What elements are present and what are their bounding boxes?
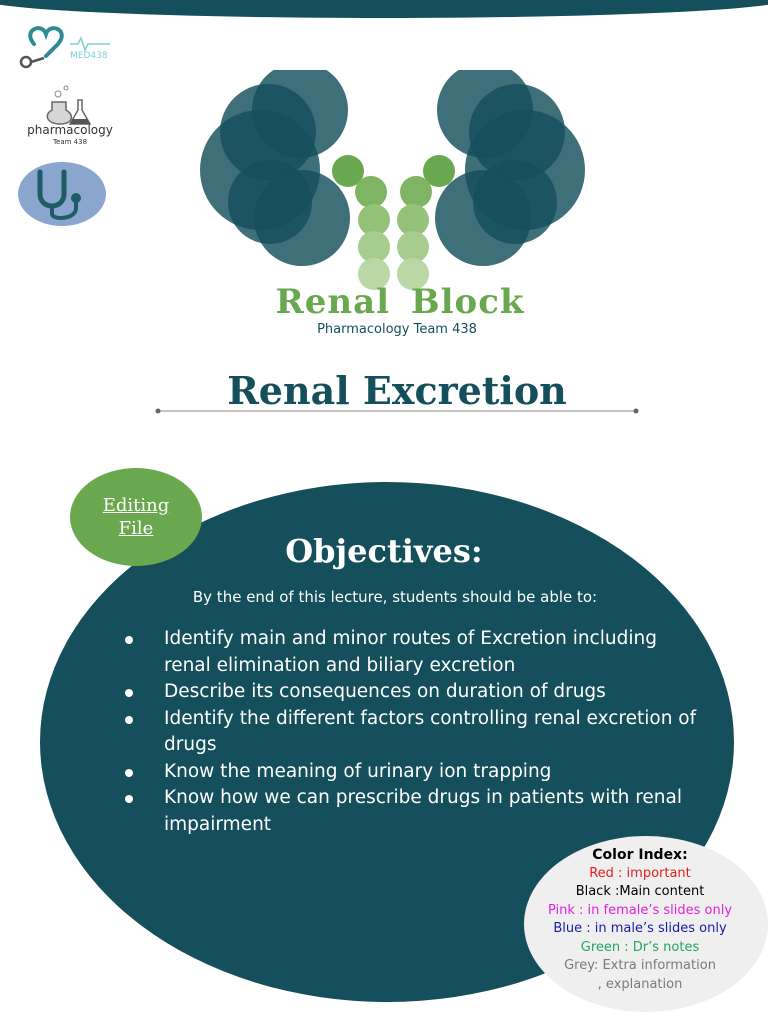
color-index-title: Color Index: — [592, 847, 688, 863]
editing-file-link[interactable]: Editing File — [91, 494, 181, 540]
med-heart-stethoscope-logo: MED438 — [19, 26, 110, 69]
objective-item: Identify the different factors controlli… — [120, 706, 700, 759]
color-index-red: Red : important — [589, 865, 691, 881]
objectives-intro: By the end of this lecture, students sho… — [192, 588, 598, 606]
pharmacology-flask-logo: pharmacology Team 438 — [27, 85, 113, 146]
block-title: Renal Block — [275, 282, 525, 322]
color-index-legend: Color Index: Red : important Black :Main… — [524, 836, 768, 1012]
editing-file-line2: File — [118, 518, 154, 539]
objective-item: Know the meaning of urinary ion trapping — [120, 759, 700, 786]
color-index-green: Green : Dr’s notes — [580, 939, 700, 955]
objectives-list: Identify main and minor routes of Excret… — [120, 626, 700, 838]
med-logo-text: MED438 — [70, 51, 108, 61]
color-index-blue: Blue : in male’s slides only — [553, 921, 727, 936]
top-banner — [0, 0, 768, 18]
color-index-black: Black :Main content — [575, 884, 705, 899]
lecture-title: Renal Excretion — [227, 368, 567, 413]
pharmacology-logo-text: pharmacology — [27, 123, 113, 137]
color-index-grey-cont: , explanation — [597, 976, 683, 992]
kidney-illustration — [200, 70, 585, 290]
objectives-title: Objectives: — [285, 532, 483, 570]
objective-item: Describe its consequences on duration of… — [120, 679, 700, 706]
editing-file-badge[interactable]: Editing File — [70, 468, 202, 566]
title-divider — [155, 408, 639, 414]
pharmacology-logo-team: Team 438 — [52, 138, 87, 146]
color-index-grey: Grey: Extra information — [564, 958, 716, 973]
objective-item: Know how we can prescribe drugs in patie… — [120, 785, 700, 838]
block-subtitle: Pharmacology Team 438 — [317, 322, 477, 337]
objective-item: Identify main and minor routes of Excret… — [120, 626, 700, 679]
team-stethoscope-logo — [18, 162, 106, 226]
color-index-pink: Pink : in female’s slides only — [547, 902, 733, 918]
editing-file-line1: Editing — [102, 495, 170, 516]
